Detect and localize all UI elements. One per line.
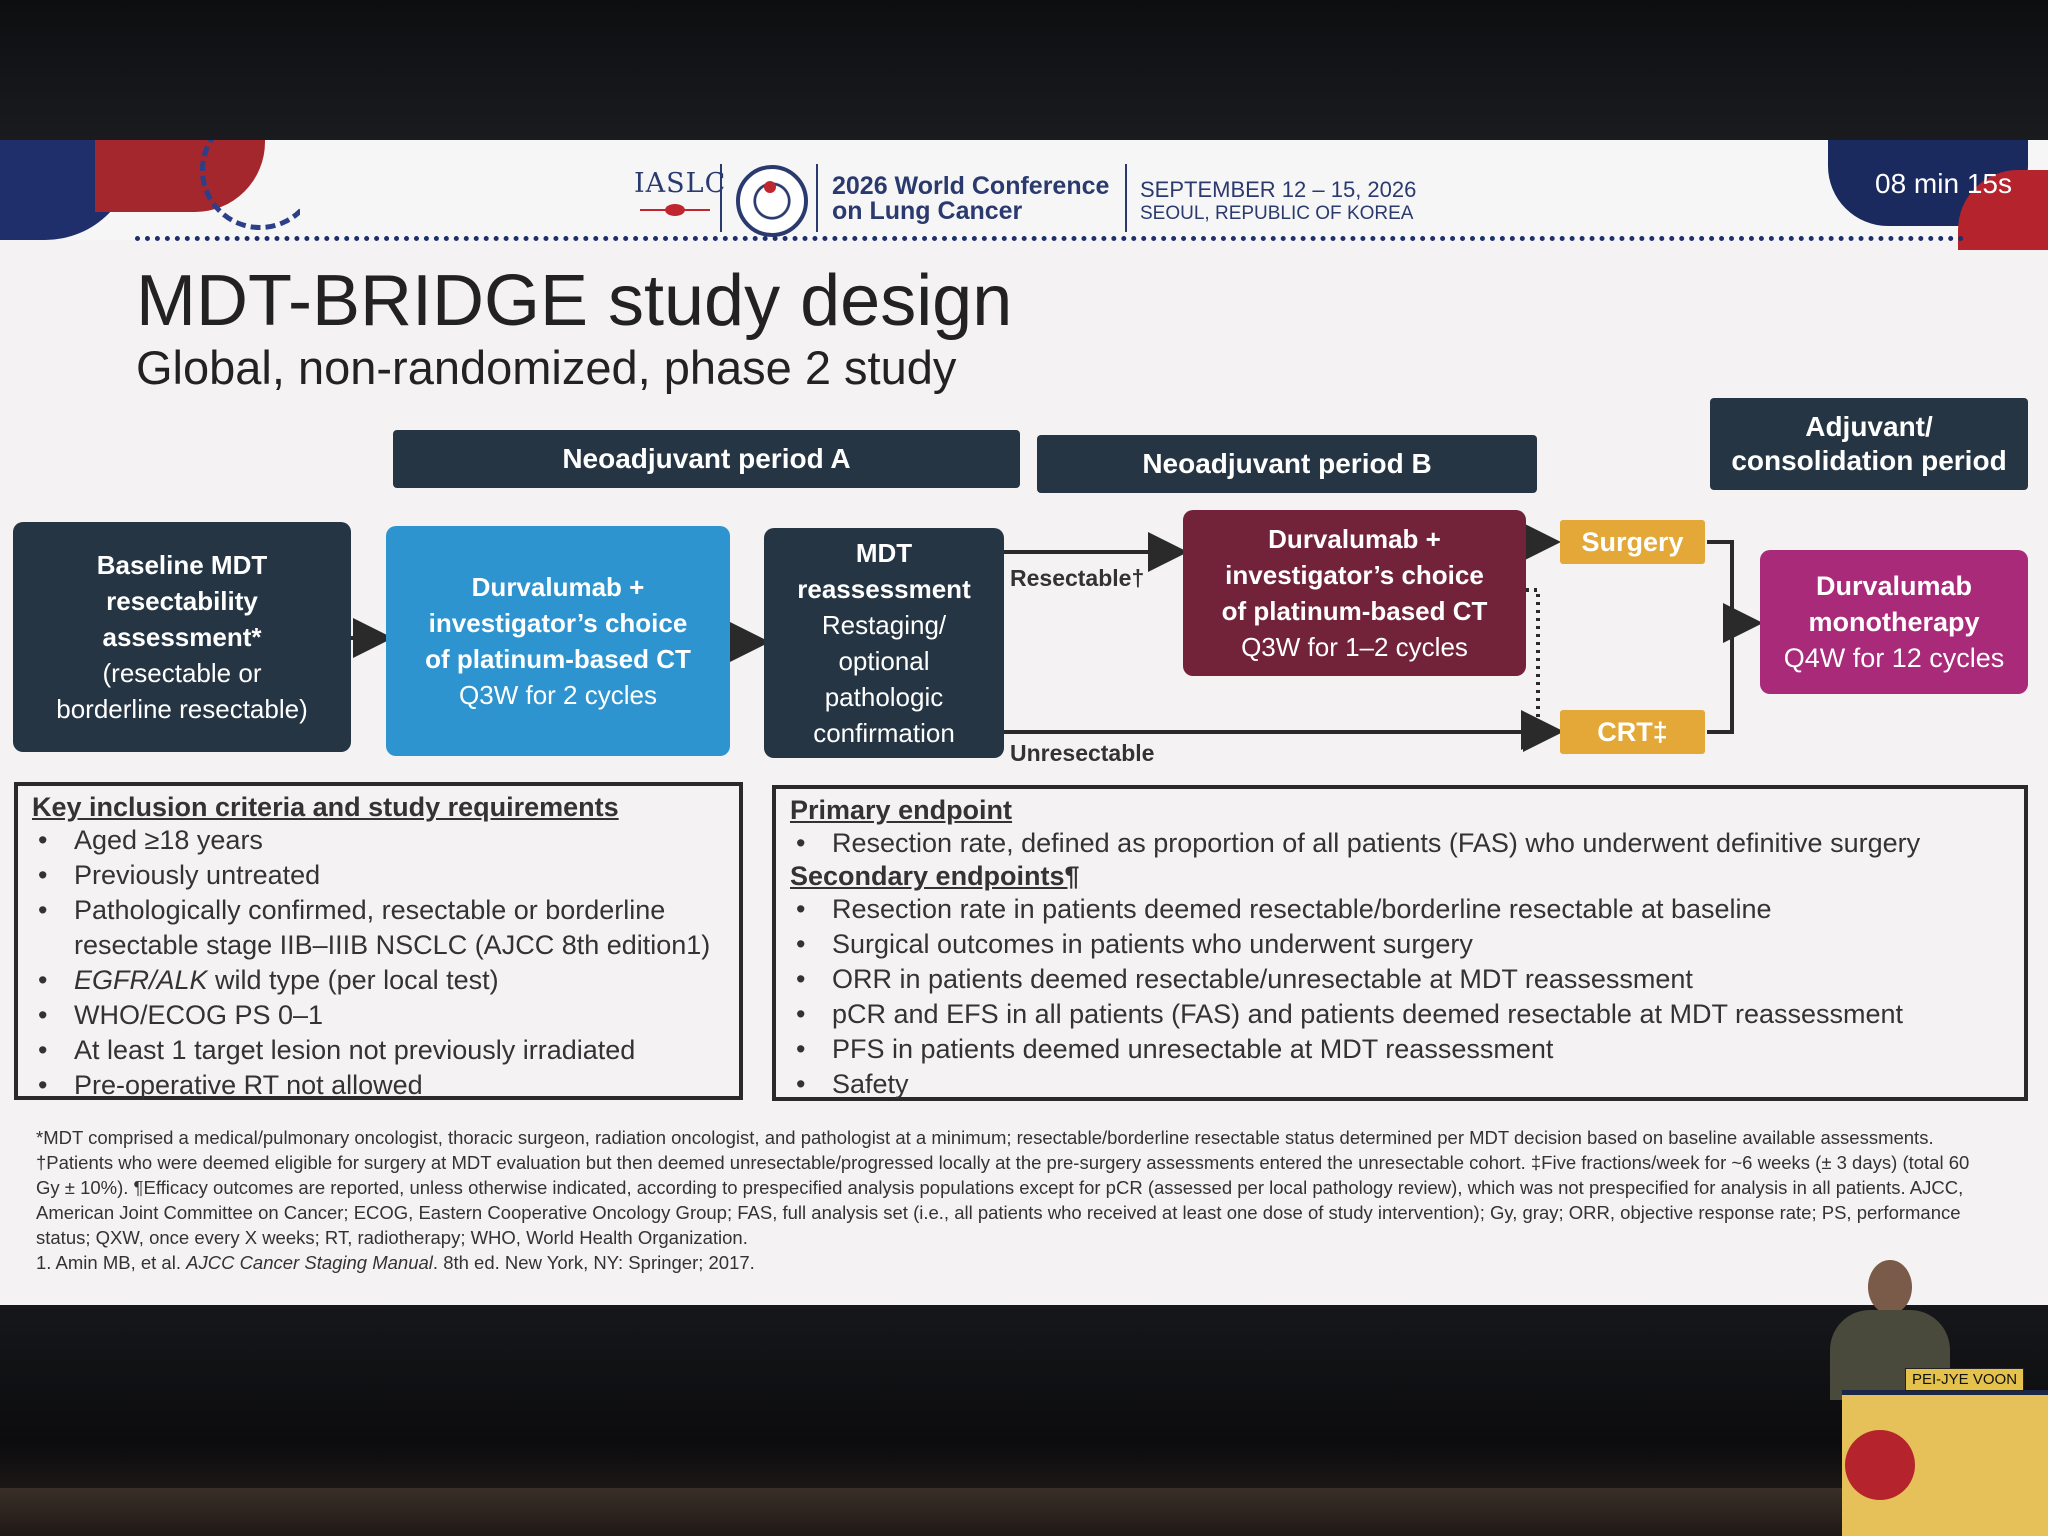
baseline-line2: resectability (106, 586, 258, 616)
stage-edge (0, 1488, 2048, 1536)
baseline-sub-line1: (resectable or (102, 658, 262, 688)
primary-endpoint-heading: Primary endpoint (790, 795, 1013, 825)
mdt-line1: MDT (855, 538, 913, 568)
speaker-figure (1830, 1260, 1950, 1400)
inclusion-item: Previously untreated (32, 858, 725, 893)
baseline-line3: assessment* (102, 622, 262, 652)
inclusion-item: Pathologically confirmed, resectable or … (32, 893, 725, 963)
secondary-endpoint-item: PFS in patients deemed unresectable at M… (790, 1032, 2010, 1067)
iaslc-logo-text: IASLC (634, 168, 727, 199)
inclusion-item-line1: Pathologically confirmed, resectable or … (74, 895, 666, 925)
presentation-timer: 08 min 15s (1875, 168, 2012, 199)
ref-prefix: 1. Amin MB, et al. (36, 1252, 187, 1273)
inclusion-item: Pre-operative RT not allowed (32, 1068, 725, 1103)
inclusion-item-line2: resectable stage IIB–IIIB NSCLC (AJCC 8t… (74, 930, 711, 960)
primary-endpoint-list: Resection rate, defined as proportion of… (790, 826, 2010, 861)
durva-b-line3: of platinum-based CT (1221, 596, 1488, 626)
auditorium-ceiling (0, 0, 2048, 150)
mdt-sub-line1: Restaging/ (821, 610, 947, 640)
ref-suffix: . 8th ed. New York, NY: Springer; 2017. (432, 1252, 755, 1273)
label-resectable: Resectable† (1010, 565, 1145, 591)
box-baseline-mdt: Baseline MDT resectability assessment* (… (13, 522, 351, 752)
durva-a-line1: Durvalumab + (471, 572, 645, 602)
conference-dates: SEPTEMBER 12 – 15, 2026 SEOUL, REPUBLIC … (1140, 178, 1416, 226)
inclusion-item: EGFR/ALK wild type (per local test) (32, 963, 725, 998)
secondary-endpoint-list: Resection rate in patients deemed resect… (790, 892, 2010, 1102)
durva-a-line2: investigator’s choice (428, 608, 688, 638)
baseline-sub-line2: borderline resectable) (56, 694, 308, 724)
period-adjuvant-line2: consolidation period (1731, 445, 2007, 476)
box-surgery: Surgery (1560, 520, 1705, 564)
header-divider (1125, 164, 1127, 232)
secondary-endpoint-item: Resection rate in patients deemed resect… (790, 892, 2010, 927)
inclusion-item: Aged ≥18 years (32, 823, 725, 858)
period-neoadjuvant-a: Neoadjuvant period A (393, 430, 1020, 488)
durva-a-schedule: Q3W for 2 cycles (459, 680, 657, 710)
secondary-endpoints-heading: Secondary endpoints¶ (790, 861, 1080, 891)
durva-a-line3: of platinum-based CT (425, 644, 691, 674)
secondary-endpoint-item: ORR in patients deemed resectable/unrese… (790, 962, 2010, 997)
projection-screen: IASLC 2026 World Conference on Lung Canc… (0, 140, 2048, 1305)
secondary-endpoint-item: Safety (790, 1067, 2010, 1102)
conference-name-line1: 2026 World Conference (832, 172, 1110, 200)
ref-title: AJCC Cancer Staging Manual (186, 1252, 433, 1273)
mono-line1: Durvalumab (1815, 571, 1973, 601)
header-divider (720, 164, 722, 232)
period-neoadjuvant-b: Neoadjuvant period B (1037, 435, 1537, 493)
footnote-reference: 1. Amin MB, et al. AJCC Cancer Staging M… (36, 1250, 1996, 1275)
mdt-line2: reassessment (797, 574, 971, 604)
header-decoration-right (1828, 140, 2048, 250)
mdt-sub-line2: optional (838, 646, 930, 676)
box-durvalumab-period-a: Durvalumab + investigator’s choice of pl… (386, 526, 730, 756)
primary-endpoint-item: Resection rate, defined as proportion of… (790, 826, 2010, 861)
box-mdt-reassessment: MDT reassessment Restaging/ optional pat… (764, 528, 1004, 758)
conference-location: SEOUL, REPUBLIC OF KOREA (1140, 203, 1414, 224)
durva-b-line2: investigator’s choice (1225, 560, 1484, 590)
speaker-nametag: PEI-JYE VOON (1905, 1368, 2025, 1391)
header-decoration-left (0, 140, 300, 240)
label-unresectable: Unresectable (1010, 740, 1155, 766)
inclusion-heading: Key inclusion criteria and study require… (32, 792, 619, 822)
header-divider (816, 164, 818, 232)
egfr-alk-rest: wild type (per local test) (207, 965, 499, 995)
durva-b-line1: Durvalumab + (1268, 524, 1441, 554)
period-adjuvant-line1: Adjuvant/ (1805, 411, 1933, 442)
mdt-sub-line3: pathologic (824, 682, 944, 712)
durva-b-schedule: Q3W for 1–2 cycles (1241, 632, 1468, 662)
iaslc-lungs-icon (640, 204, 710, 216)
slide-header: IASLC 2026 World Conference on Lung Canc… (0, 140, 2048, 250)
inclusion-item: At least 1 target lesion not previously … (32, 1033, 725, 1068)
footnote-text: *MDT comprised a medical/pulmonary oncol… (36, 1127, 1970, 1248)
egfr-alk-text: EGFR/ALK (74, 965, 208, 995)
secondary-endpoint-item: pCR and EFS in all patients (FAS) and pa… (790, 997, 2010, 1032)
box-durvalumab-monotherapy: Durvalumab monotherapy Q4W for 12 cycles (1760, 550, 2028, 694)
slide-title: MDT-BRIDGE study design (136, 261, 1013, 341)
mono-line2: monotherapy (1808, 607, 1980, 637)
mono-schedule: Q4W for 12 cycles (1783, 643, 2005, 673)
conference-name: 2026 World Conference on Lung Cancer (832, 174, 1109, 224)
mdt-sub-line4: confirmation (813, 718, 955, 748)
conference-date-range: SEPTEMBER 12 – 15, 2026 (1140, 177, 1417, 202)
header-dotted-rule (135, 236, 1965, 241)
baseline-line1: Baseline MDT (96, 550, 268, 580)
bracket-surgery-crt (1707, 540, 1734, 734)
conference-name-line2: on Lung Cancer (832, 197, 1023, 225)
inclusion-list: Aged ≥18 years Previously untreated Path… (32, 823, 725, 1103)
secondary-endpoint-item: Surgical outcomes in patients who underw… (790, 927, 2010, 962)
conference-seal-icon (736, 165, 808, 237)
panel-endpoints: Primary endpoint Resection rate, defined… (772, 785, 2028, 1102)
inclusion-item: WHO/ECOG PS 0–1 (32, 998, 725, 1033)
box-durvalumab-period-b: Durvalumab + investigator’s choice of pl… (1183, 510, 1526, 676)
slide-subtitle: Global, non-randomized, phase 2 study (136, 341, 957, 394)
slide-footnote: *MDT comprised a medical/pulmonary oncol… (36, 1125, 1996, 1275)
period-adjuvant-consolidation: Adjuvant/ consolidation period (1710, 398, 2028, 490)
podium-logo (1845, 1430, 1915, 1500)
flow-connectors (350, 522, 1763, 752)
panel-inclusion-criteria: Key inclusion criteria and study require… (14, 782, 743, 1103)
box-crt: CRT‡ (1560, 710, 1705, 754)
arrow-durva-b-to-crt (1521, 588, 1561, 750)
